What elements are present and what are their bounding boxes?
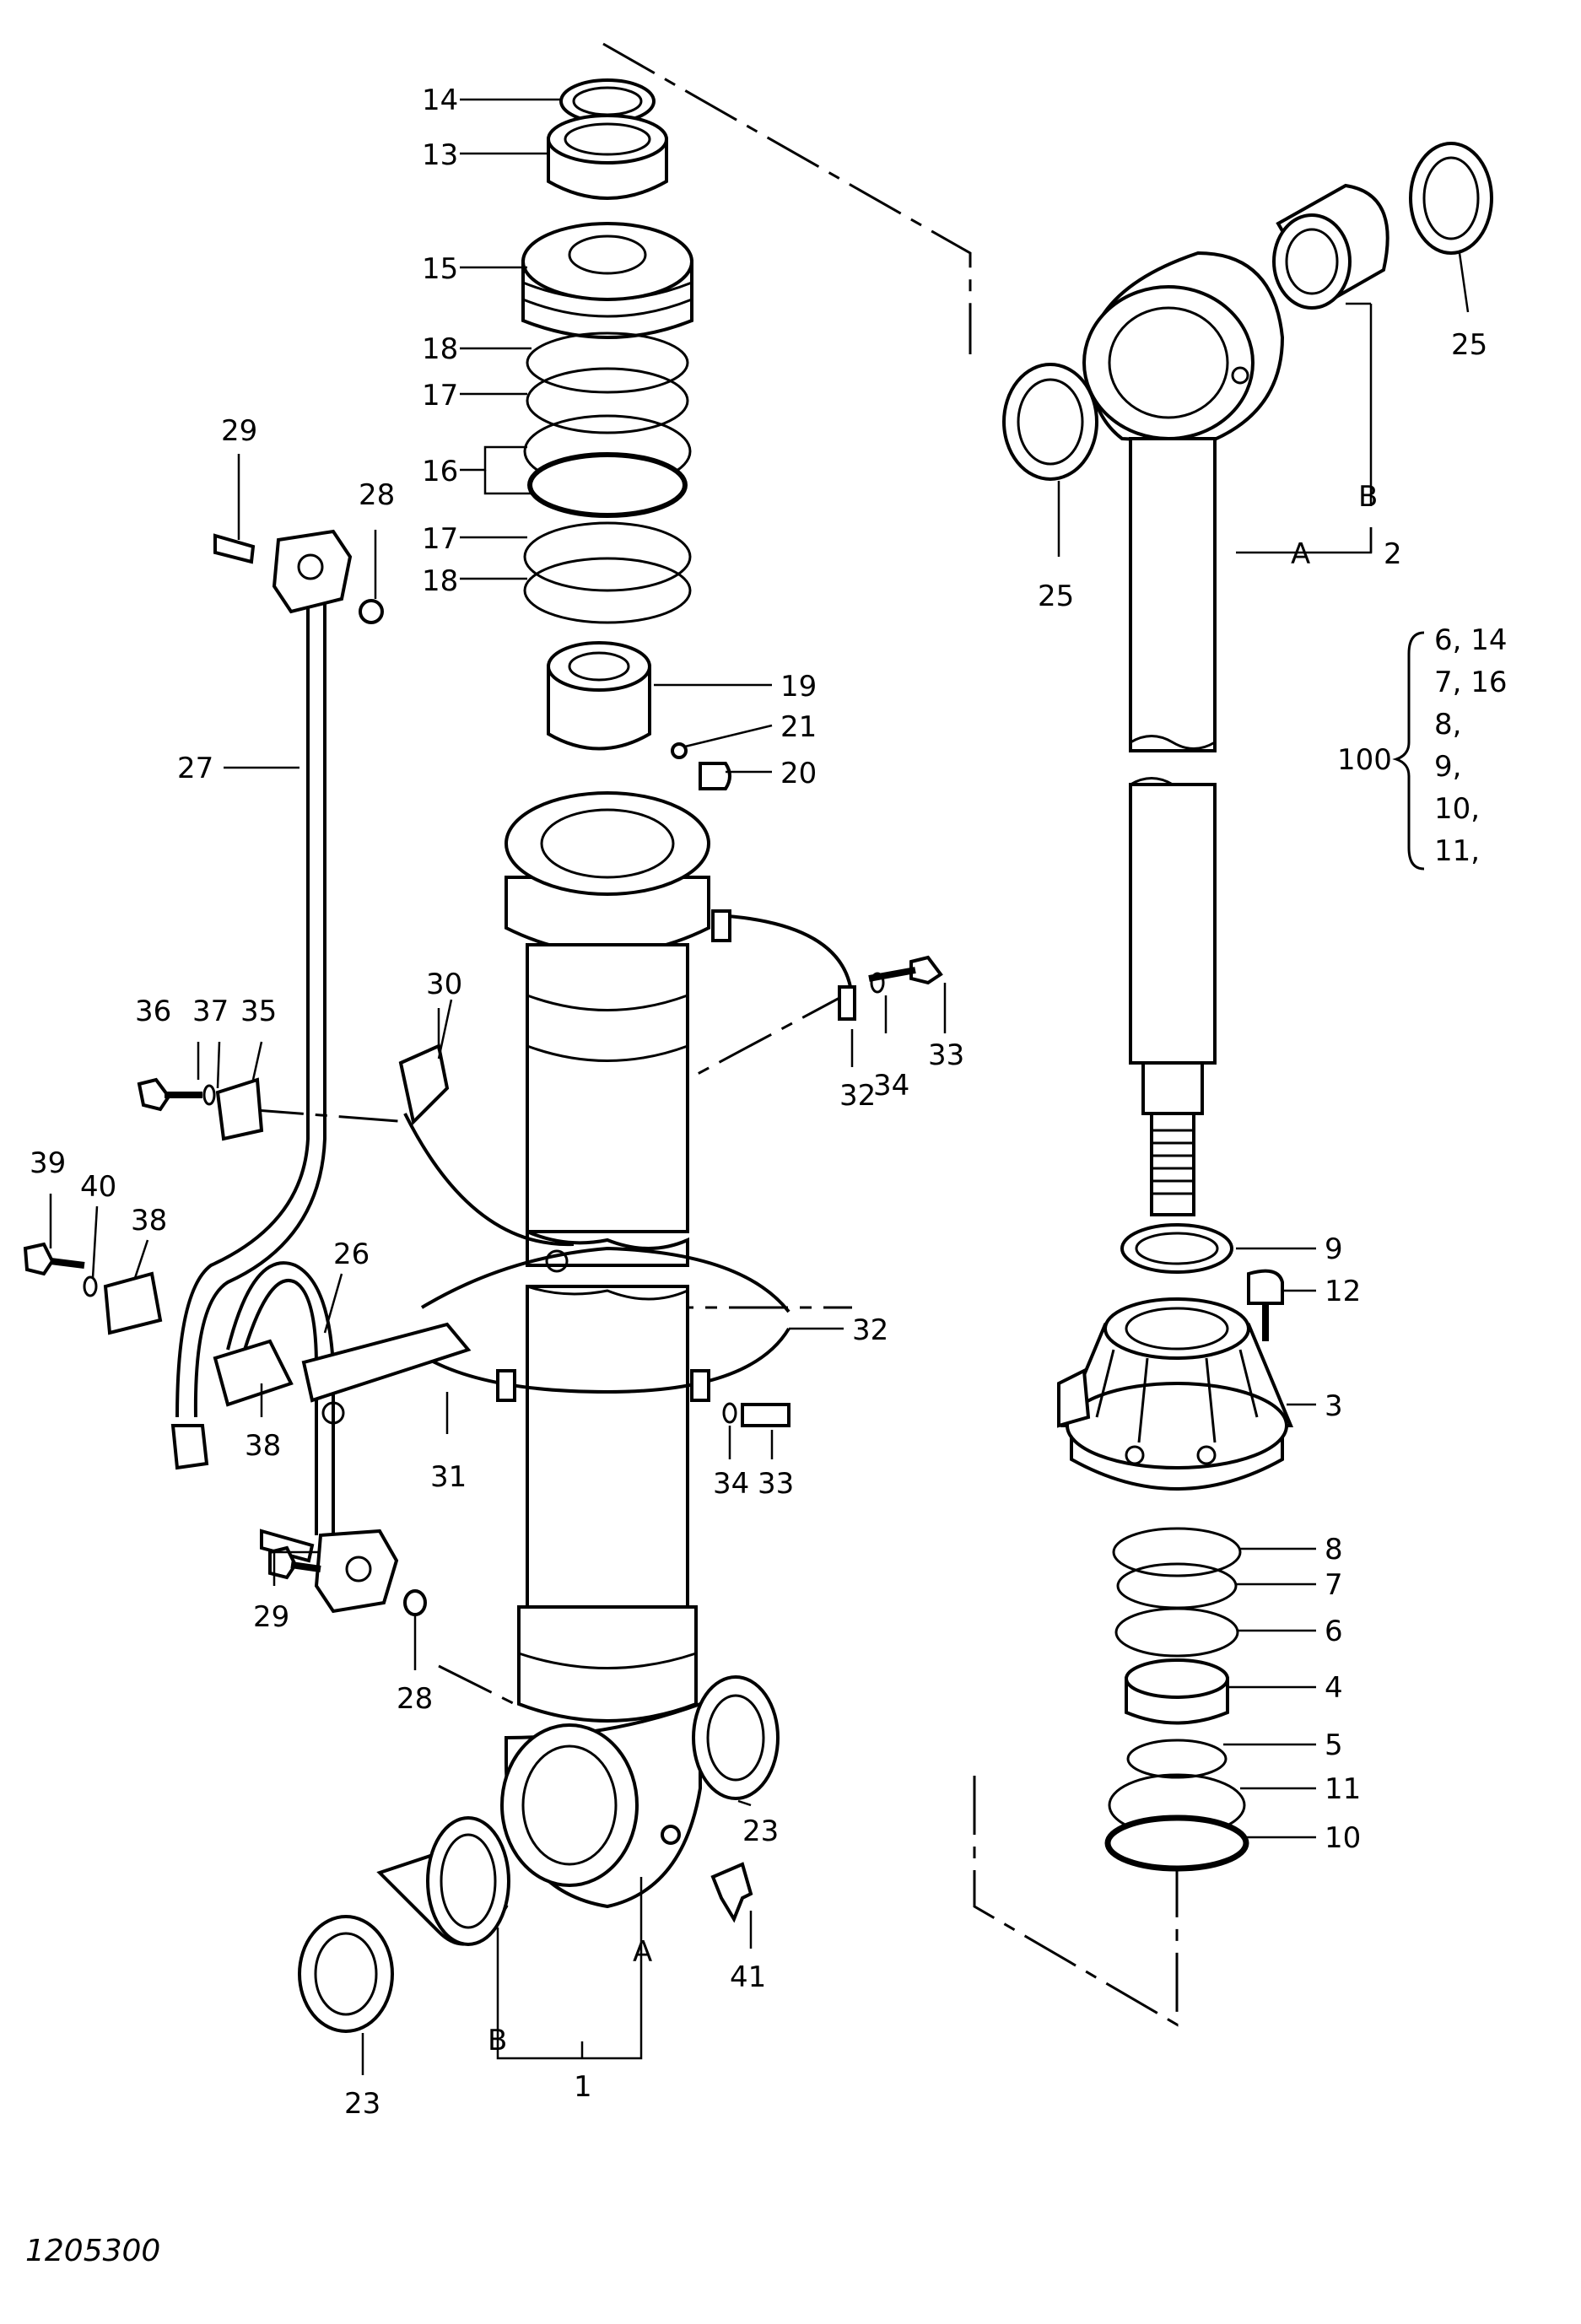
label-20: 20 (780, 757, 817, 790)
kit-item-4: 9, (1434, 750, 1461, 784)
label-28a: 28 (359, 478, 395, 512)
label-37: 37 (192, 995, 229, 1028)
label-23b: 23 (344, 2087, 380, 2121)
drawing-number: 1205300 (25, 2234, 160, 2268)
bolts (23, 955, 1284, 1580)
label-2: 2 (1384, 537, 1402, 571)
label-6: 6 (1325, 1615, 1343, 1648)
label-21: 21 (780, 710, 817, 744)
label-41: 41 (730, 1960, 766, 1994)
label-4: 4 (1325, 1671, 1343, 1705)
label-34b: 34 (713, 1467, 749, 1501)
label-11: 11 (1325, 1772, 1361, 1806)
label-18b: 18 (422, 564, 458, 598)
label-3: 3 (1325, 1389, 1343, 1423)
label-tube-A: A (1291, 537, 1310, 571)
kit-number: 100 (1337, 743, 1392, 777)
label-38a: 38 (131, 1204, 167, 1237)
pipe-clamps (103, 909, 856, 1425)
label-27: 27 (177, 752, 213, 785)
label-14: 14 (422, 84, 458, 117)
label-rod-A: A (633, 1935, 652, 1969)
label-18a: 18 (422, 332, 458, 366)
leader-lines (49, 98, 1470, 2075)
label-1: 1 (574, 2070, 592, 2104)
kit-item-6: 11, (1434, 834, 1480, 868)
kit-item-1: 6, 14 (1434, 623, 1508, 657)
label-36: 36 (135, 995, 171, 1028)
label-30: 30 (426, 968, 462, 1001)
label-7: 7 (1325, 1568, 1343, 1602)
label-29b: 29 (253, 1600, 289, 1634)
kit-item-5: 10, (1434, 792, 1480, 826)
kit-item-2: 7, 16 (1434, 666, 1508, 699)
cylinder-tube (500, 791, 710, 1909)
label-26: 26 (333, 1237, 370, 1271)
kit-item-3: 8, (1434, 708, 1461, 741)
label-23a: 23 (742, 1814, 779, 1848)
label-19: 19 (780, 670, 817, 704)
label-17a: 17 (422, 379, 458, 412)
label-33b: 33 (758, 1467, 794, 1501)
label-8: 8 (1325, 1533, 1343, 1566)
tube-eye-bushing (298, 1675, 780, 2033)
label-16: 16 (422, 455, 458, 488)
label-40: 40 (80, 1170, 116, 1204)
label-rod-B: B (488, 2024, 507, 2057)
gland-seal-stack (521, 78, 693, 624)
label-38b: 38 (245, 1429, 281, 1463)
label-tube-B: B (1358, 480, 1378, 514)
label-32b: 32 (852, 1313, 888, 1347)
label-5: 5 (1325, 1728, 1343, 1762)
hydraulic-pipes (170, 529, 427, 1616)
piston-nut (547, 641, 731, 790)
label-28b: 28 (397, 1682, 433, 1716)
label-13: 13 (422, 138, 458, 172)
label-12: 12 (1325, 1275, 1361, 1308)
label-33a: 33 (928, 1038, 964, 1072)
label-25a: 25 (1451, 328, 1487, 362)
part-labels: 14 13 15 18 17 16 17 18 19 21 20 27 29 2… (30, 84, 1487, 2121)
label-10: 10 (1325, 1821, 1361, 1855)
label-31: 31 (430, 1460, 467, 1494)
label-9: 9 (1325, 1232, 1343, 1266)
label-25b: 25 (1038, 580, 1074, 613)
label-35: 35 (240, 995, 277, 1028)
label-17b: 17 (422, 522, 458, 556)
kit-brace: 100 6, 14 7, 16 8, 9, 10, 11, (1337, 623, 1508, 871)
label-34a: 34 (873, 1069, 909, 1103)
piston-rod (1002, 142, 1493, 1216)
label-39: 39 (30, 1146, 66, 1180)
label-29a: 29 (221, 414, 257, 448)
cylinder-head (1057, 1223, 1293, 1872)
label-15: 15 (422, 252, 458, 286)
label-32a: 32 (839, 1079, 876, 1113)
